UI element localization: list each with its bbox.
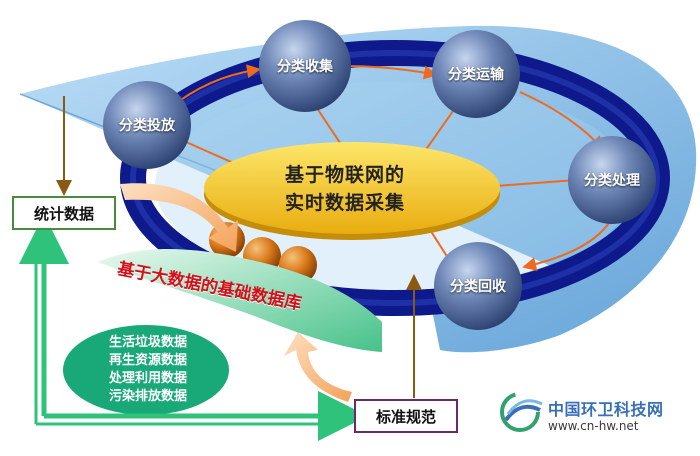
ring-arrow <box>522 217 613 271</box>
data-item: 生活垃圾数据 <box>108 335 187 350</box>
node-label-transport: 分类运输 <box>448 67 504 83</box>
node-sphere <box>432 30 520 118</box>
data-item: 再生资源数据 <box>108 353 187 368</box>
curved-arrow <box>284 332 352 402</box>
watermark-logo <box>500 392 543 432</box>
data-item: 污染排放数据 <box>108 389 187 404</box>
node-label-dispose: 分类投放 <box>119 118 175 134</box>
node-label-collect: 分类收集 <box>277 59 333 75</box>
data-item: 处理利用数据 <box>108 371 187 386</box>
watermark-name: 中国环卫科技网 <box>548 400 664 419</box>
node-sphere <box>259 20 351 112</box>
stats-box: 统计数据 <box>12 196 116 230</box>
node-label-process: 分类处理 <box>584 173 640 189</box>
node-label-recycle: 分类回收 <box>450 279 506 295</box>
node-sphere <box>434 242 522 330</box>
database-wedge <box>98 248 382 352</box>
core-ellipse <box>204 142 500 234</box>
curved-arrow <box>120 183 238 252</box>
standard-box: 标准规范 <box>354 399 458 433</box>
node-sphere <box>103 81 191 169</box>
ring-arrow <box>344 65 438 80</box>
core-line-1: 基于物联网的 <box>284 164 405 186</box>
core-line-2: 实时数据采集 <box>284 192 405 214</box>
node-sphere <box>568 136 656 224</box>
watermark-url: www.cn-hw.net <box>548 419 639 433</box>
